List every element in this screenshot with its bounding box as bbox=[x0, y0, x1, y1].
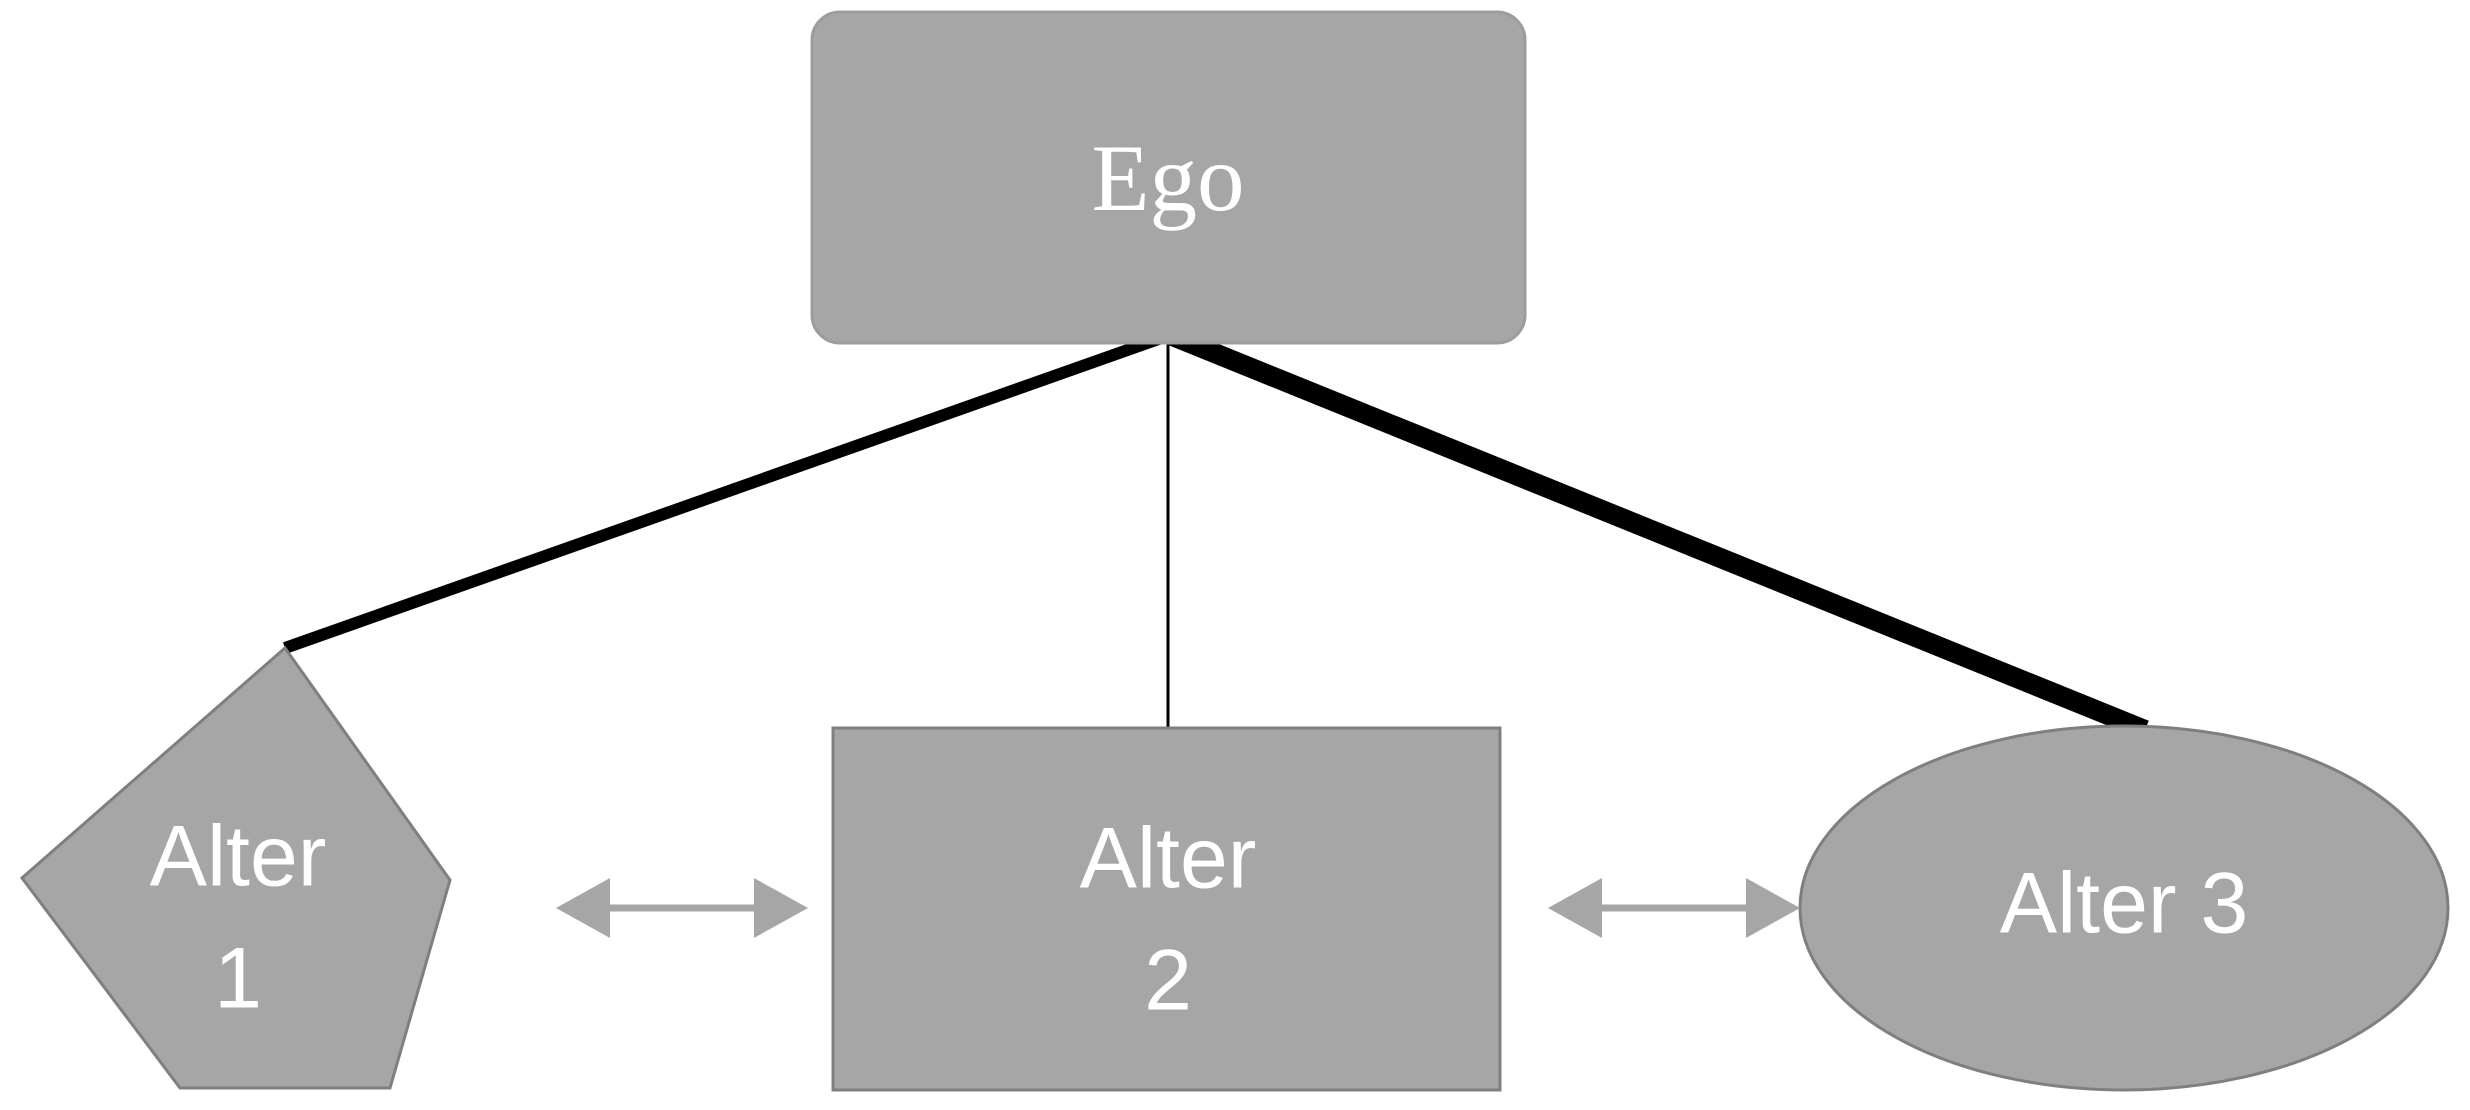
alter1-label-line2: 1 bbox=[214, 931, 262, 1027]
alter3-label: Alter 3 bbox=[2000, 856, 2249, 952]
ego-label: Ego bbox=[1091, 125, 1244, 231]
arrow-head-left-west-icon bbox=[556, 878, 610, 938]
alter2-rect-shape bbox=[831, 726, 1502, 1092]
alter1-alter2-double-arrow[interactable] bbox=[556, 878, 808, 938]
node-alter3[interactable]: Alter 3 bbox=[1798, 724, 2450, 1092]
alter2-alter3-double-arrow[interactable] bbox=[1548, 878, 1800, 938]
ego-rounded-rect-shape bbox=[810, 10, 1527, 345]
ego-tie-group bbox=[282, 325, 2149, 740]
alter1-pentagon-shape bbox=[19, 645, 452, 1090]
alter2-label-line1: Alter bbox=[1080, 811, 1257, 907]
tie-ego-alter1[interactable] bbox=[282, 329, 1173, 654]
arrow-head-right-east-icon bbox=[1746, 878, 1800, 938]
alter2-label-line2: 2 bbox=[1144, 933, 1192, 1029]
node-ego[interactable]: Ego bbox=[810, 10, 1527, 345]
arrow-head-right-west-icon bbox=[1548, 878, 1602, 938]
alter1-label-line1: Alter bbox=[150, 809, 327, 905]
node-alter1[interactable]: Alter 1 bbox=[19, 645, 452, 1090]
node-alter2[interactable]: Alter 2 bbox=[831, 726, 1502, 1092]
arrow-head-left-east-icon bbox=[754, 878, 808, 938]
tie-ego-alter3[interactable] bbox=[1166, 325, 2149, 740]
